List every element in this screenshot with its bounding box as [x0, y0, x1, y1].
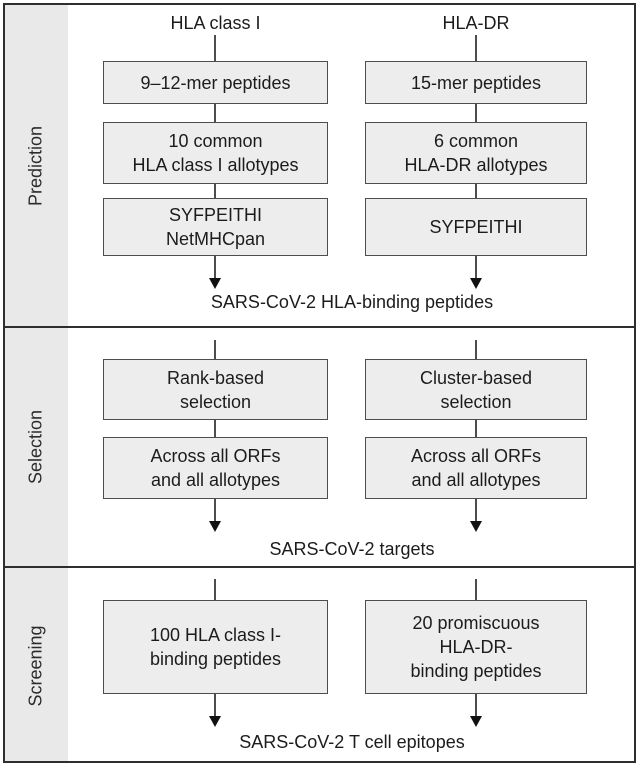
- section-label-prediction: Prediction: [25, 125, 46, 207]
- connector-line: [214, 579, 216, 600]
- result-text-prediction: SARS-CoV-2 HLA-binding peptides: [210, 292, 494, 312]
- arrow-head-icon: [209, 521, 221, 532]
- column-header-hla-class-i: HLA class I: [170, 13, 261, 33]
- section-divider: [5, 566, 634, 568]
- flow-box-cluster-selection: Cluster-based selection: [365, 359, 587, 420]
- flow-box-allotypes-class-i: 10 common HLA class I allotypes: [103, 122, 328, 184]
- flow-box-across-orfs-class-i: Across all ORFs and all allotypes: [103, 437, 328, 499]
- flow-box-allotypes-dr: 6 common HLA-DR allotypes: [365, 122, 587, 184]
- flow-box-peptide-length-dr: 15-mer peptides: [365, 61, 587, 104]
- flow-box-screened-dr: 20 promiscuous HLA-DR- binding peptides: [365, 600, 587, 694]
- section-label-screening: Screening: [25, 625, 46, 707]
- connector-line: [475, 579, 477, 600]
- arrow-down-icon: [214, 499, 216, 522]
- connector-line: [475, 420, 477, 437]
- section-divider: [5, 326, 634, 328]
- connector-line: [214, 340, 216, 359]
- arrow-down-icon: [475, 694, 477, 717]
- connector-line: [214, 104, 216, 122]
- connector-line: [475, 340, 477, 359]
- column-header-hla-dr: HLA-DR: [442, 13, 510, 33]
- arrow-head-icon: [470, 521, 482, 532]
- connector-line: [214, 35, 216, 61]
- arrow-head-icon: [209, 716, 221, 727]
- flow-box-across-orfs-dr: Across all ORFs and all allotypes: [365, 437, 587, 499]
- arrow-head-icon: [209, 278, 221, 289]
- arrow-down-icon: [475, 256, 477, 279]
- connector-line: [214, 184, 216, 198]
- connector-line: [475, 35, 477, 61]
- flow-box-rank-selection: Rank-based selection: [103, 359, 328, 420]
- connector-line: [475, 104, 477, 122]
- flow-box-screened-class-i: 100 HLA class I- binding peptides: [103, 600, 328, 694]
- arrow-down-icon: [214, 256, 216, 279]
- section-label-strip: [5, 5, 68, 761]
- connector-line: [214, 420, 216, 437]
- arrow-head-icon: [470, 278, 482, 289]
- flow-box-tools-class-i: SYFPEITHI NetMHCpan: [103, 198, 328, 256]
- connector-line: [475, 184, 477, 198]
- result-text-selection: SARS-CoV-2 targets: [269, 539, 435, 559]
- arrow-head-icon: [470, 716, 482, 727]
- flow-box-peptide-length-class-i: 9–12-mer peptides: [103, 61, 328, 104]
- arrow-down-icon: [475, 499, 477, 522]
- arrow-down-icon: [214, 694, 216, 717]
- flow-box-tools-dr: SYFPEITHI: [365, 198, 587, 256]
- result-text-screening: SARS-CoV-2 T cell epitopes: [239, 732, 465, 752]
- section-label-selection: Selection: [25, 409, 46, 485]
